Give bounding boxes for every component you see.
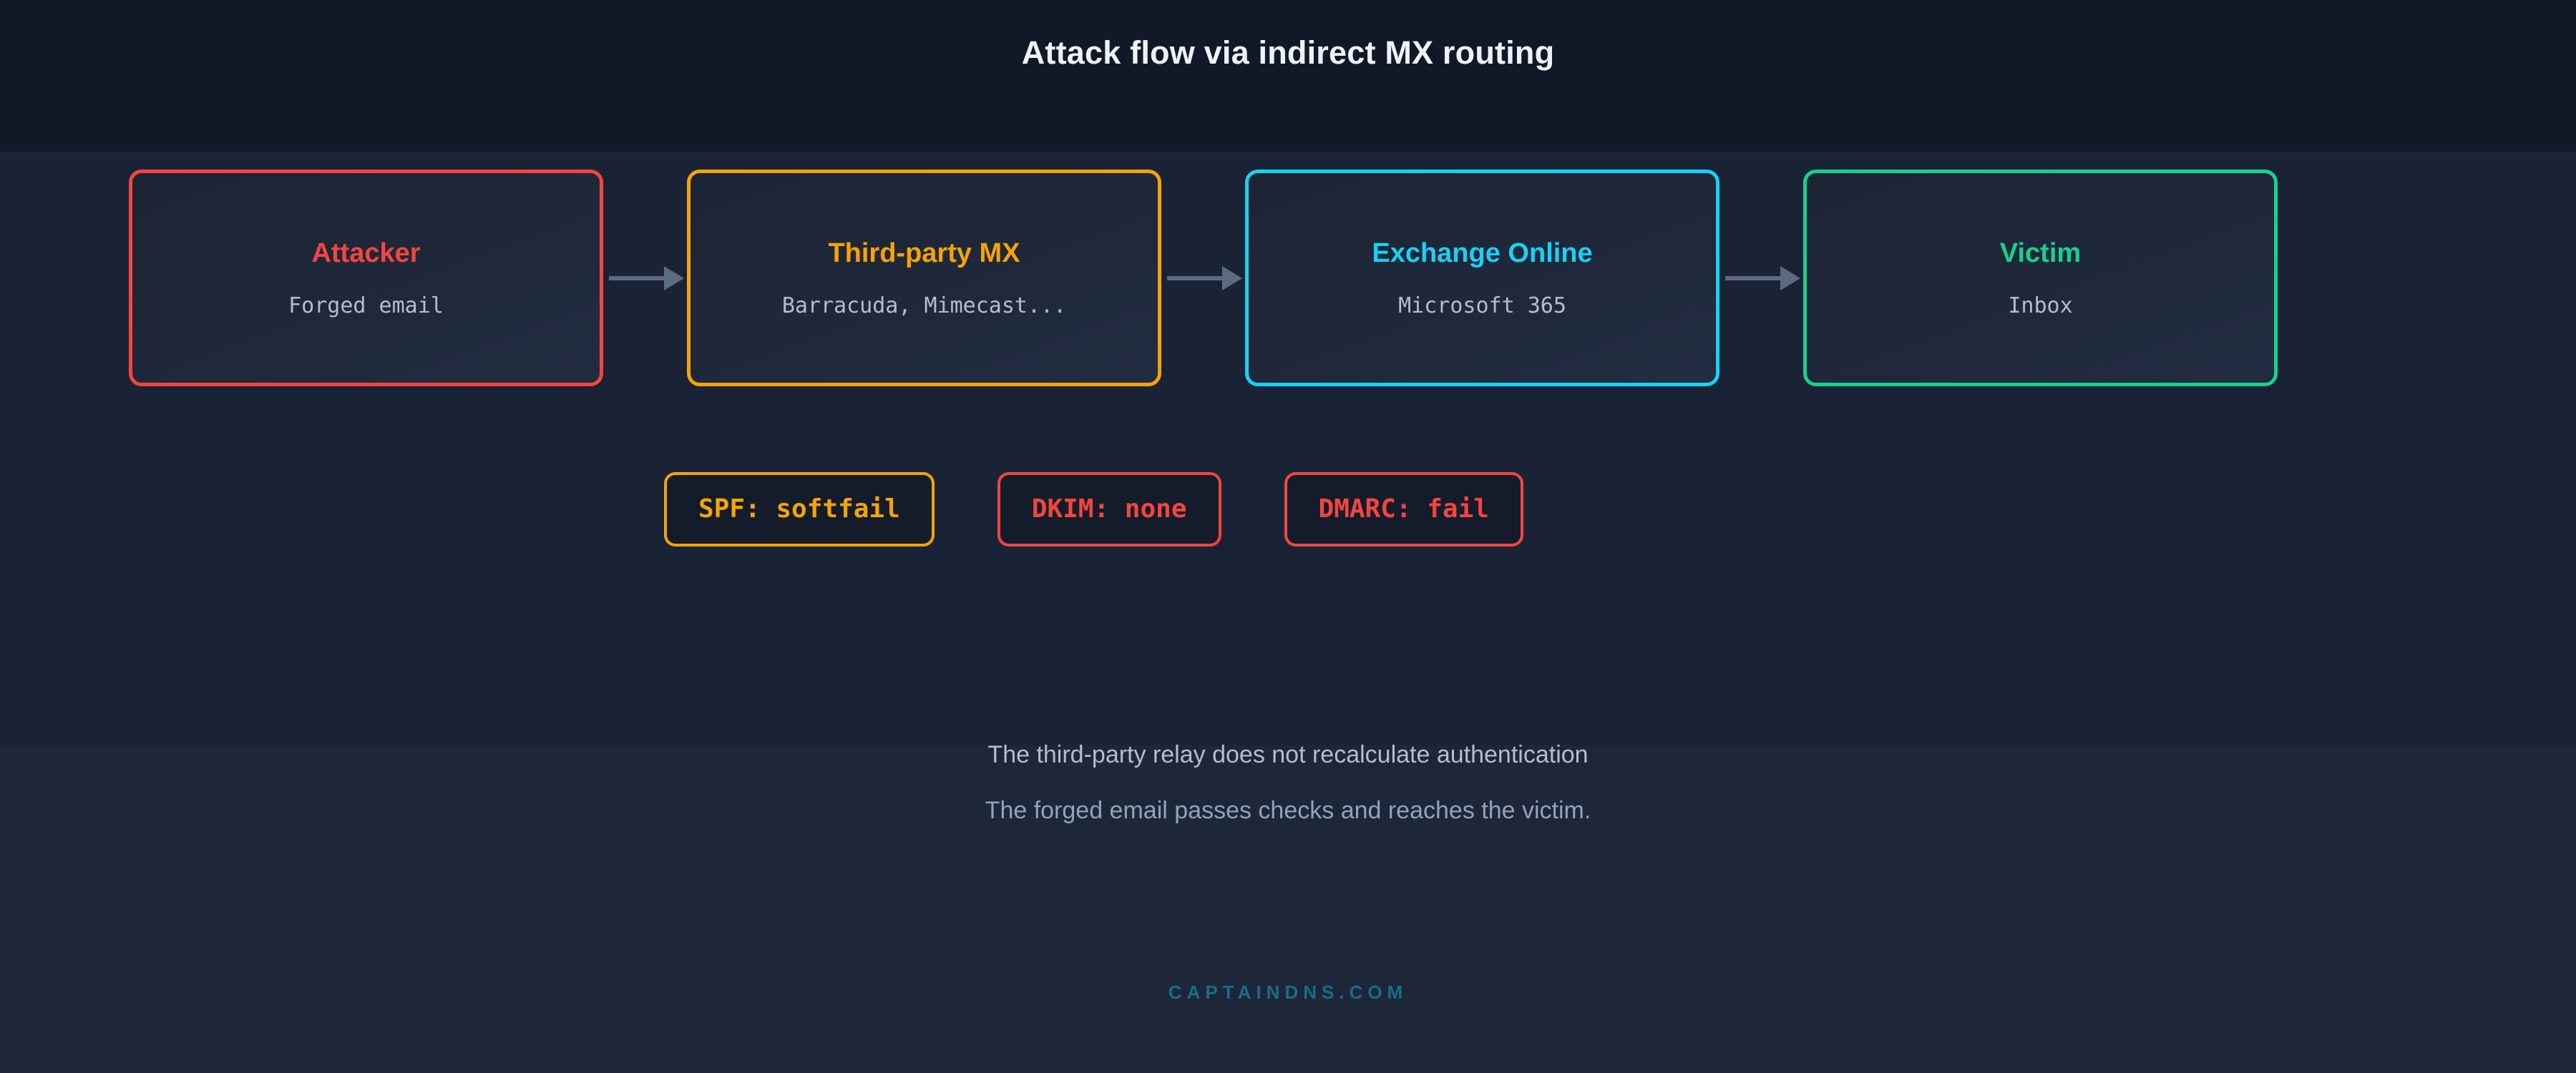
status-badge-label: DMARC: fail: [1318, 494, 1489, 524]
status-badge-spf: SPF: softfail: [664, 472, 935, 547]
caption-primary: The third-party relay does not recalcula…: [987, 741, 1589, 768]
flow-arrow-mx-to-exchange: [1161, 170, 1245, 386]
flow-node-title: Victim: [1999, 237, 2082, 268]
flow-node-title: Third-party MX: [828, 237, 1020, 268]
arrow-shaft: [1725, 275, 1783, 280]
flow-node-subtitle: Inbox: [2008, 293, 2073, 318]
flow-node-exchange-online: Exchange Online Microsoft 365: [1245, 170, 1719, 386]
status-badge-label: SPF: softfail: [698, 494, 900, 524]
flow-node-subtitle: Forged email: [288, 293, 444, 318]
caption-block: The third-party relay does not recalcula…: [0, 743, 2576, 823]
flow-node-victim: Victim Inbox: [1803, 170, 2278, 386]
arrow-head-icon: [664, 265, 684, 290]
flow-node-attacker: Attacker Forged email: [129, 170, 603, 386]
flow-node-title: Exchange Online: [1372, 237, 1593, 268]
flow-node-subtitle: Microsoft 365: [1398, 293, 1566, 318]
flow-arrow-exchange-to-victim: [1719, 170, 1803, 386]
flow-node-title: Attacker: [311, 237, 421, 268]
status-badge-label: DKIM: none: [1031, 494, 1187, 524]
status-badge-dkim: DKIM: none: [997, 472, 1221, 547]
arrow-shaft: [609, 275, 667, 280]
arrow-head-icon: [1780, 265, 1800, 290]
flow-node-third-party-mx: Third-party MX Barracuda, Mimecast...: [687, 170, 1161, 386]
page-title: Attack flow via indirect MX routing: [1021, 34, 1555, 71]
flow-arrow-attacker-to-mx: [603, 170, 687, 386]
status-badge-dmarc: DMARC: fail: [1284, 472, 1523, 547]
flow-node-subtitle: Barracuda, Mimecast...: [781, 293, 1067, 318]
arrow-shaft: [1167, 275, 1225, 280]
caption-secondary: The forged email passes checks and reach…: [985, 797, 1591, 824]
arrow-head-icon: [1222, 265, 1242, 290]
footer-watermark: CAPTAINDNS.COM: [1168, 981, 1408, 1003]
auth-result-badges: SPF: softfail DKIM: none DMARC: fail: [664, 472, 1523, 547]
attack-flow-row: Attacker Forged email Third-party MX Bar…: [129, 170, 2278, 386]
